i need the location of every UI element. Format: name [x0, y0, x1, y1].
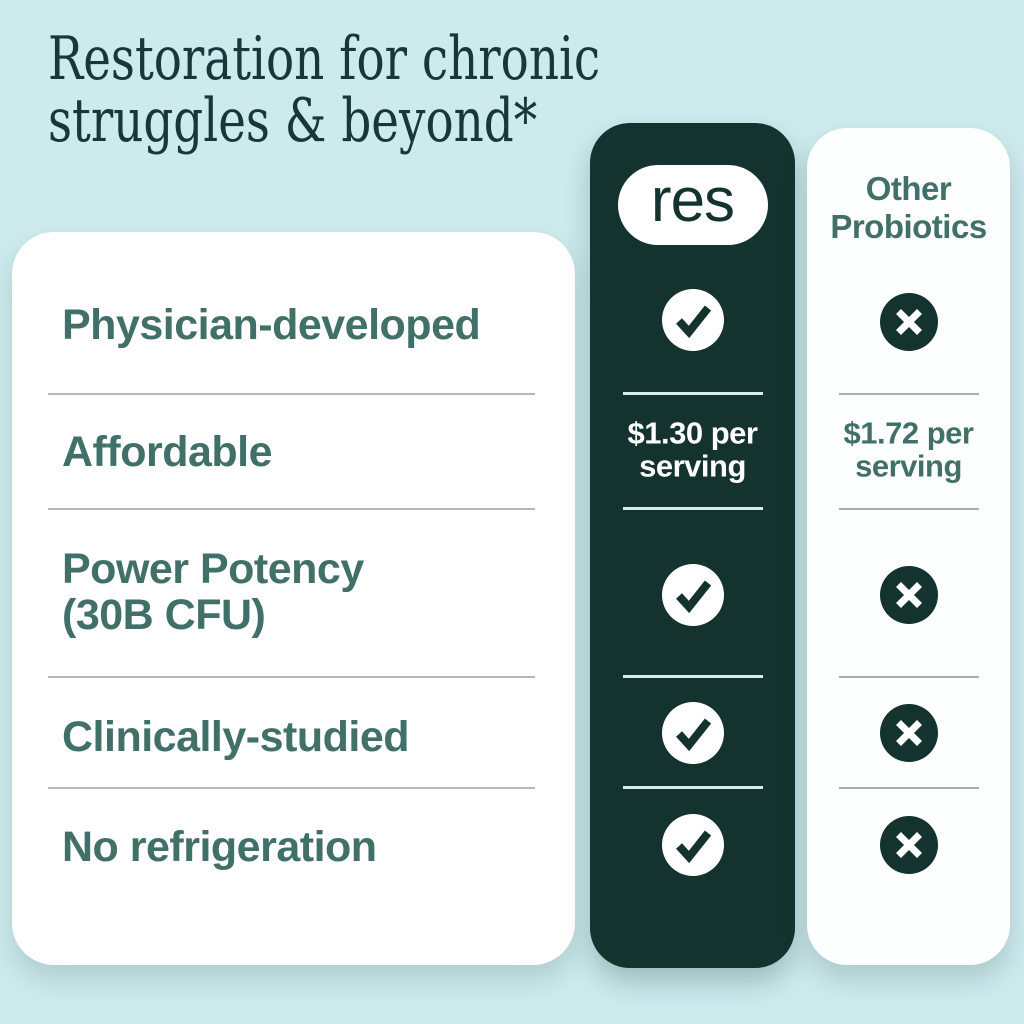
- check-circle-icon: [661, 289, 724, 351]
- other-price: $1.72 per serving: [843, 415, 974, 483]
- row-divider: [622, 392, 763, 395]
- brand-column: res $1.30 per serving: [590, 123, 795, 968]
- other-probiotics-column: Other Probiotics $1.72 per serving: [807, 128, 1010, 965]
- row-divider: [48, 787, 535, 789]
- row-divider: [48, 676, 535, 678]
- x-circle-icon: [879, 816, 938, 874]
- brand-price: $1.30 per serving: [627, 415, 758, 483]
- row-divider: [48, 508, 535, 510]
- row-divider: [622, 675, 763, 678]
- x-circle-icon: [879, 293, 938, 351]
- x-circle-icon: [879, 704, 938, 762]
- feature-label-clinically-studied: Clinically-studied: [62, 713, 410, 761]
- feature-label-physician-developed: Physician-developed: [62, 301, 481, 349]
- check-circle-icon: [661, 564, 724, 626]
- row-divider: [622, 786, 763, 789]
- features-card: Physician-developed Affordable Power Pot…: [12, 232, 575, 965]
- brand-logo-text: res: [650, 166, 735, 235]
- row-divider: [838, 508, 979, 510]
- other-column-header: Other Probiotics: [830, 170, 987, 245]
- row-divider: [622, 507, 763, 510]
- check-circle-icon: [661, 814, 724, 876]
- row-divider: [48, 393, 535, 395]
- page-title: Restoration for chronic struggles & beyo…: [48, 24, 601, 156]
- feature-label-no-refrigeration: No refrigeration: [62, 823, 377, 871]
- feature-label-power-potency: Power Potency (30B CFU): [62, 545, 364, 639]
- x-circle-icon: [879, 566, 938, 624]
- feature-label-affordable: Affordable: [62, 428, 273, 476]
- row-divider: [838, 676, 979, 678]
- row-divider: [838, 393, 979, 395]
- brand-logo-pill: res: [617, 165, 768, 245]
- check-circle-icon: [661, 702, 724, 764]
- row-divider: [838, 787, 979, 789]
